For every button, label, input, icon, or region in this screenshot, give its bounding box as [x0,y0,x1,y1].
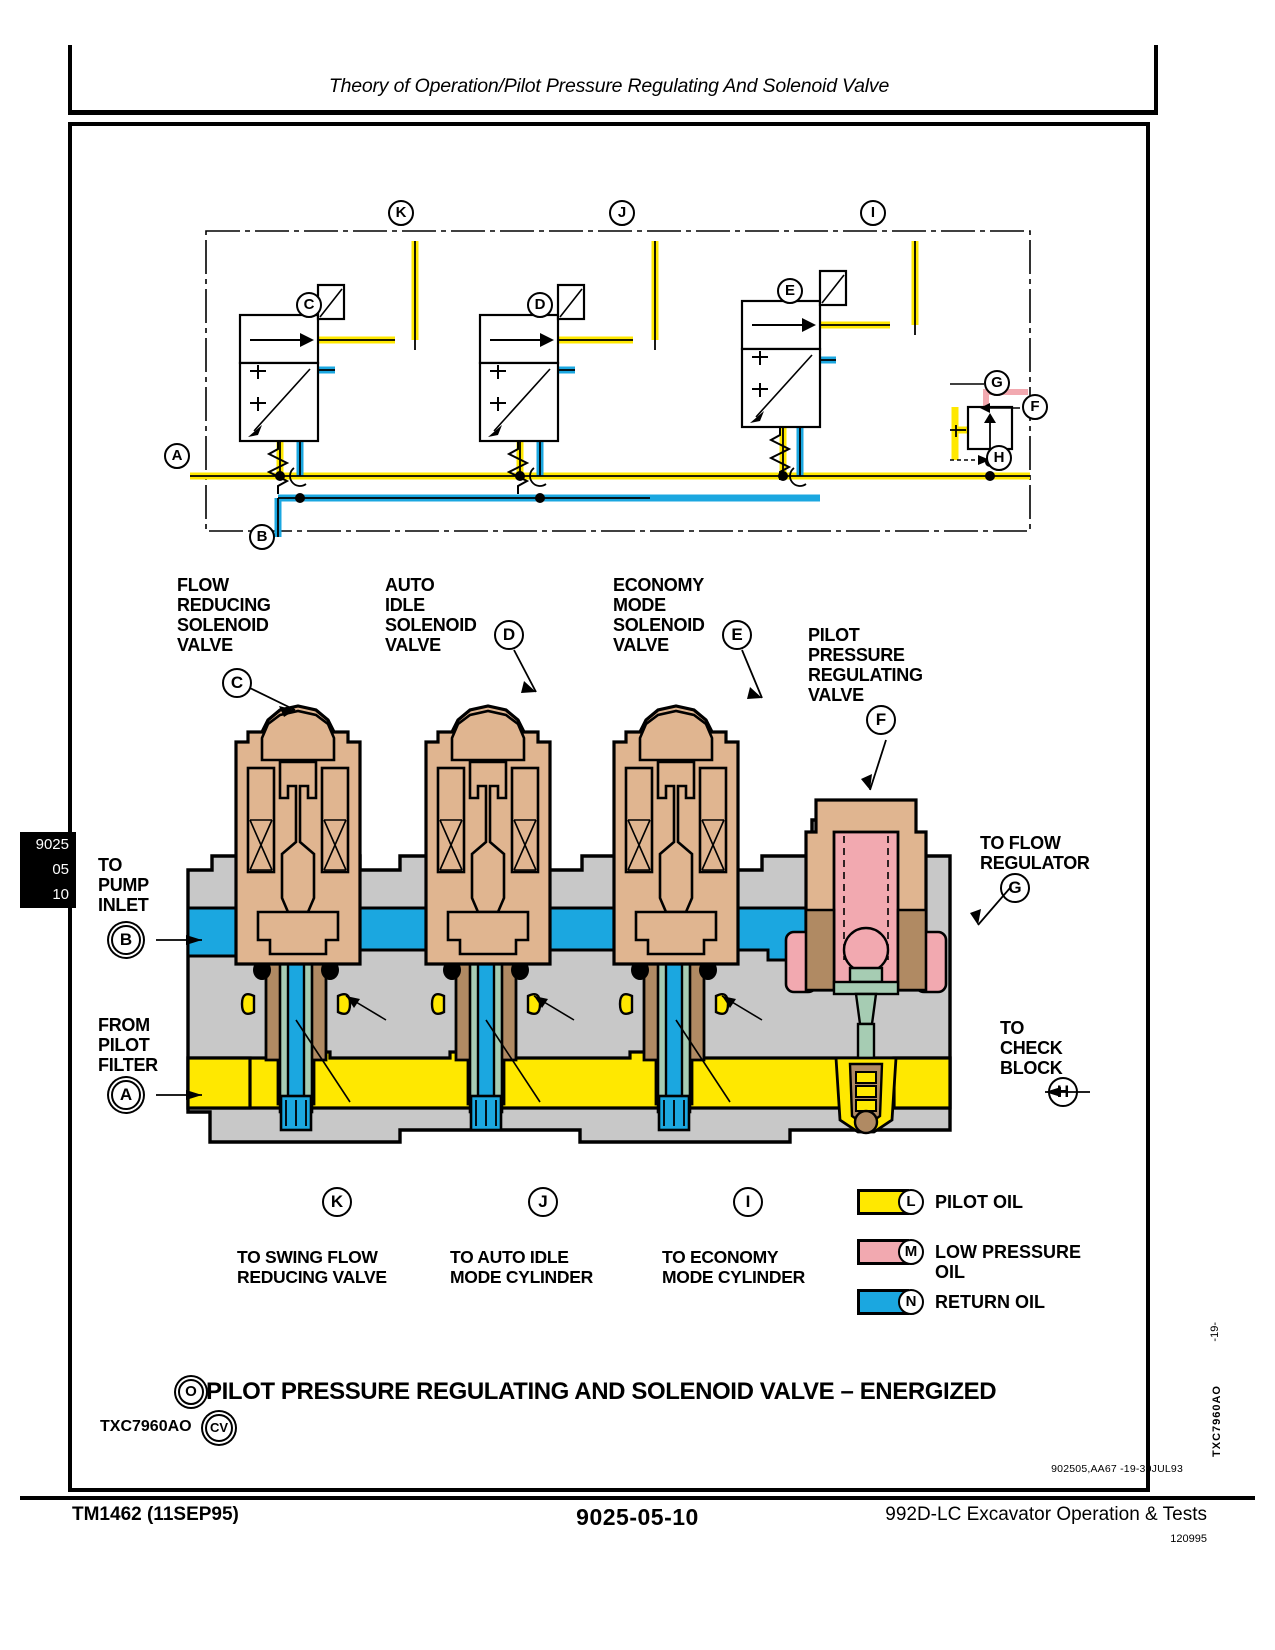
schematic-callout-e[interactable]: E [777,278,803,304]
schematic-callout-g[interactable]: G [984,370,1010,396]
schematic-valve-d [478,283,586,494]
label-to-pump-inlet: TO PUMP INLET [98,855,149,915]
cross-callout-k[interactable]: K [322,1187,352,1217]
solenoid-valve-body-c [234,704,362,966]
label-auto-idle-solenoid-valve: AUTO IDLE SOLENOID VALVE [385,575,477,655]
legend-label-low-pressure-oil: LOW PRESSURE OIL [935,1242,1082,1282]
cross-callout-g[interactable]: G [1000,873,1030,903]
cross-callout-c[interactable]: C [222,668,252,698]
label-economy-mode-solenoid-valve: ECONOMY MODE SOLENOID VALVE [613,575,705,655]
cross-callout-i[interactable]: I [733,1187,763,1217]
section-tab-line3: 10 [52,886,69,903]
cross-callout-a[interactable]: A [111,1080,141,1110]
label-flow-reducing-solenoid-valve: FLOW REDUCING SOLENOID VALVE [177,575,271,655]
legend-bubble-n[interactable]: N [898,1289,924,1315]
schematic-callout-k[interactable]: K [388,200,414,226]
schematic-boundary [205,230,1031,532]
schematic-valve-c [238,283,346,494]
cross-callout-b[interactable]: B [111,925,141,955]
pilot-pressure-regulating-valve [784,798,948,1135]
cross-callout-d[interactable]: D [494,620,524,650]
pilot-filter-inlet-port [186,1056,252,1110]
caption-bubble[interactable]: O [178,1379,204,1405]
drawing-number: TXC7960AO [100,1418,192,1435]
cross-callout-j[interactable]: J [528,1187,558,1217]
legend-bubble-l[interactable]: L [898,1189,924,1215]
legend-bubble-m[interactable]: M [898,1239,924,1265]
schematic-lowpressure-line [983,389,1028,407]
legend-swatch-low-pressure-oil [857,1239,909,1265]
schematic-crossover-hops [289,467,807,487]
footer-manual-title: 992D-LC Excavator Operation & Tests [885,1504,1207,1525]
cross-callout-e[interactable]: E [722,620,752,650]
valve-cross-section [186,704,952,1144]
section-tab-line2: 05 [52,861,69,878]
footer-corner-code: 120995 [1170,1533,1207,1545]
label-pilot-pressure-regulating-valve: PILOT PRESSURE REGULATING VALVE [808,625,923,705]
solenoid-valve-body-d [424,704,552,966]
schematic-callout-i[interactable]: I [860,200,886,226]
hydraulic-schematic [190,230,1031,537]
figure-vertical-dash: -19- [1209,1322,1221,1342]
spool-column-c [240,920,352,1132]
schematic-valve-e [740,269,848,480]
header-box [68,45,1158,115]
schematic-valve-f [950,405,1014,465]
cross-callout-h[interactable]: H [1048,1077,1078,1107]
schematic-callout-b[interactable]: B [249,524,275,550]
figure-caption: PILOT PRESSURE REGULATING AND SOLENOID V… [206,1378,997,1405]
label-to-check-block: TO CHECK BLOCK [1000,1018,1063,1078]
label-to-swing-flow-reducing-valve: TO SWING FLOW REDUCING VALVE [237,1247,387,1287]
cross-section-leader-arrows [346,996,736,1008]
figure-vertical-code: TXC7960AO [1211,1385,1223,1457]
label-from-pilot-filter: FROM PILOT FILTER [98,1015,158,1075]
schematic-callout-a[interactable]: A [164,443,190,469]
legend-label-pilot-oil: PILOT OIL [935,1192,1023,1212]
footer-page-number: 9025-05-10 [576,1504,699,1530]
schematic-callout-j[interactable]: J [609,200,635,226]
schematic-callout-d[interactable]: D [527,292,553,318]
label-to-auto-idle-mode-cylinder: TO AUTO IDLE MODE CYLINDER [450,1247,593,1287]
page-header-title: Theory of Operation/Pilot Pressure Regul… [328,75,890,97]
cross-callout-f[interactable]: F [866,705,896,735]
section-tab: 9025 05 10 [20,832,76,908]
label-to-flow-regulator: TO FLOW REGULATOR [980,833,1090,873]
figure-small-print: 902505,AA67 -19-30JUL93 [1051,1463,1183,1475]
footer-manual-number: TM1462 (11SEP95) [72,1504,239,1525]
schematic-callout-c[interactable]: C [296,292,322,318]
drawing-number-bubble[interactable]: CV [205,1414,233,1442]
schematic-callout-h[interactable]: H [986,445,1012,471]
solenoid-valve-body-e [612,704,740,966]
label-to-economy-mode-cylinder: TO ECONOMY MODE CYLINDER [662,1247,805,1287]
schematic-callout-f[interactable]: F [1022,394,1048,420]
section-tab-line1: 9025 [35,836,69,853]
check-block-outlet-port [892,1056,952,1110]
schematic-leaders [950,383,1020,413]
legend-label-return-oil: RETURN OIL [935,1292,1045,1312]
footer-divider [20,1496,1255,1500]
